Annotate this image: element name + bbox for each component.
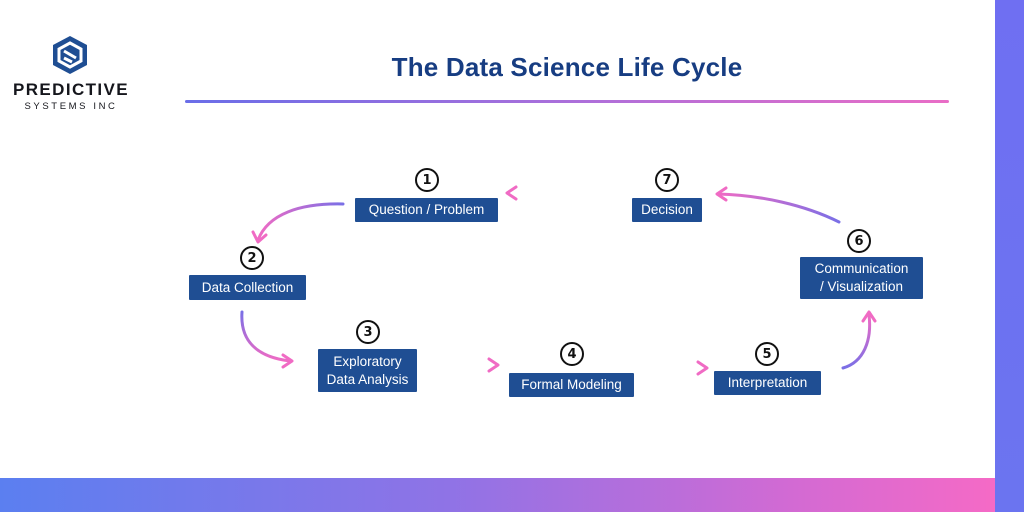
step-4-label: Formal Modeling	[521, 377, 622, 392]
step-2-number: 2	[240, 246, 264, 270]
step-2-label: Data Collection	[201, 279, 294, 295]
step-6-label-line2: / Visualization	[819, 279, 904, 294]
arrow-5-to-6-head	[861, 310, 877, 323]
step-5-label: Interpretation	[727, 375, 808, 390]
step-7-number: 7	[655, 168, 679, 192]
step-4-number: 4	[560, 342, 584, 366]
step-6-number: 6	[847, 229, 871, 253]
title-divider	[185, 100, 949, 103]
step-7-box: Decision	[632, 198, 702, 222]
bottom-accent-bar	[0, 478, 995, 512]
step-3-number: 3	[356, 320, 380, 344]
step-1-label: Question / Problem	[368, 202, 485, 217]
step-2-box: Data Collection	[189, 275, 306, 300]
arrow-1-to-2-head	[251, 230, 268, 244]
step-5-box: Interpretation	[714, 371, 821, 395]
logo-name: PREDICTIVE	[12, 80, 130, 99]
arrow-3-to-4-head	[487, 357, 500, 373]
arrow-1-to-2	[256, 202, 345, 242]
arrow-2-to-3	[240, 310, 292, 363]
step-1-box: Question / Problem	[355, 198, 498, 222]
page-title: The Data Science Life Cycle	[391, 52, 743, 82]
step-7-label: Decision	[641, 202, 693, 217]
arrow-7-to-1-head	[505, 185, 518, 201]
arrow-4-to-5-head	[696, 360, 709, 376]
company-logo: PREDICTIVE SYSTEMS INC	[12, 34, 130, 114]
step-6-label-line1: Communication	[814, 261, 909, 276]
step-3-label-line2: Data Analysis	[326, 371, 409, 387]
hexagon-logo-icon	[53, 36, 87, 74]
step-6-box: Communication / Visualization	[800, 257, 923, 299]
step-3-label-line1: Exploratory	[333, 353, 402, 369]
arrow-6-to-7-head	[715, 186, 728, 202]
logo-subtitle: SYSTEMS INC	[24, 101, 118, 112]
step-3-box: Exploratory Data Analysis	[318, 349, 417, 392]
arrow-6-to-7	[716, 192, 841, 224]
arrow-2-to-3-head	[281, 353, 294, 369]
step-4-box: Formal Modeling	[509, 373, 634, 397]
arrow-5-to-6	[841, 313, 872, 370]
step-1-number: 1	[415, 168, 439, 192]
right-accent-bar	[995, 0, 1024, 512]
step-5-number: 5	[755, 342, 779, 366]
